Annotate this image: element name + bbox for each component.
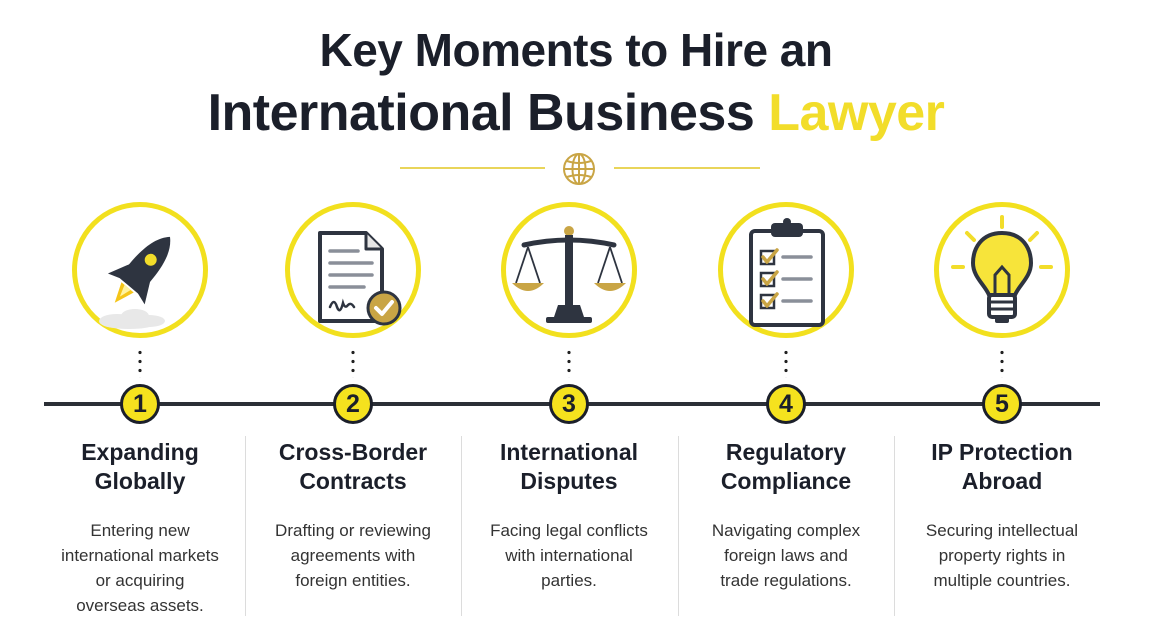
step-icon-circle xyxy=(72,202,208,338)
connector-dots xyxy=(351,348,355,378)
step-title: Cross-Border Contracts xyxy=(250,438,456,496)
column-separator xyxy=(245,436,246,616)
step-icon-circle xyxy=(934,202,1070,338)
step-description-text: Navigating complex foreign laws and trad… xyxy=(711,521,861,590)
step-title: IP Protection Abroad xyxy=(899,438,1105,496)
step-title-text: Expanding Globally xyxy=(81,439,199,494)
rocket-icon xyxy=(99,236,171,329)
step-description-text: Drafting or reviewing agreements with fo… xyxy=(275,521,431,590)
signed-contract-icon xyxy=(318,231,402,326)
title-line-1: Key Moments to Hire an xyxy=(319,24,834,76)
step-description-text: Facing legal conflicts with internationa… xyxy=(490,521,648,590)
divider-right xyxy=(614,167,760,169)
step-description: Drafting or reviewing agreements with fo… xyxy=(250,518,456,593)
step-number: 2 xyxy=(333,384,373,424)
connector-dots xyxy=(784,348,788,378)
step-number: 4 xyxy=(766,384,806,424)
globe-icon xyxy=(563,153,595,185)
step-description: Facing legal conflicts with internationa… xyxy=(466,518,672,593)
step-ip-protection-abroad: 5 IP Protection Abroad Securing intellec… xyxy=(899,0,1115,640)
step-description: Securing intellectual property rights in… xyxy=(899,518,1105,593)
step-icon-circle xyxy=(718,202,854,338)
checklist-clipboard-icon xyxy=(749,218,825,327)
step-icon-circle xyxy=(501,202,637,338)
step-icon-circle xyxy=(285,202,421,338)
title-line-2: International Business Lawyer xyxy=(0,82,1152,144)
step-regulatory-compliance: 4 Regulatory Compliance Navigating compl… xyxy=(683,0,899,640)
step-title-text: IP Protection Abroad xyxy=(931,439,1073,494)
step-number: 5 xyxy=(982,384,1022,424)
connector-dots xyxy=(138,348,142,378)
step-number: 3 xyxy=(549,384,589,424)
step-number: 1 xyxy=(120,384,160,424)
step-international-disputes: 3 International Disputes Facing legal co… xyxy=(466,0,682,640)
column-separator xyxy=(894,436,895,616)
title-accent: Lawyer xyxy=(768,84,945,142)
column-separator xyxy=(678,436,679,616)
step-title: Regulatory Compliance xyxy=(683,438,889,496)
step-description-text: Securing intellectual property rights in… xyxy=(925,521,1079,590)
title-main: International Business xyxy=(207,84,755,142)
column-separator xyxy=(461,436,462,616)
step-expanding-globally: 1 Expanding Globally Entering new intern… xyxy=(37,0,253,640)
divider-left xyxy=(400,167,545,169)
step-title-text: Cross-Border Contracts xyxy=(278,439,428,494)
scales-of-justice-icon xyxy=(512,226,626,323)
step-title: Expanding Globally xyxy=(37,438,243,496)
step-description: Entering new international markets or ac… xyxy=(37,518,243,618)
step-description-text: Entering new international markets or ac… xyxy=(61,521,219,615)
connector-dots xyxy=(1000,348,1004,378)
connector-dots xyxy=(567,348,571,378)
step-cross-border-contracts: 2 Cross-Border Contracts Drafting or rev… xyxy=(250,0,466,640)
step-title: International Disputes xyxy=(466,438,672,496)
lightbulb-icon xyxy=(951,215,1053,323)
step-title-text: Regulatory Compliance xyxy=(720,439,852,494)
step-description: Navigating complex foreign laws and trad… xyxy=(683,518,889,593)
step-title-text: International Disputes xyxy=(499,439,638,494)
